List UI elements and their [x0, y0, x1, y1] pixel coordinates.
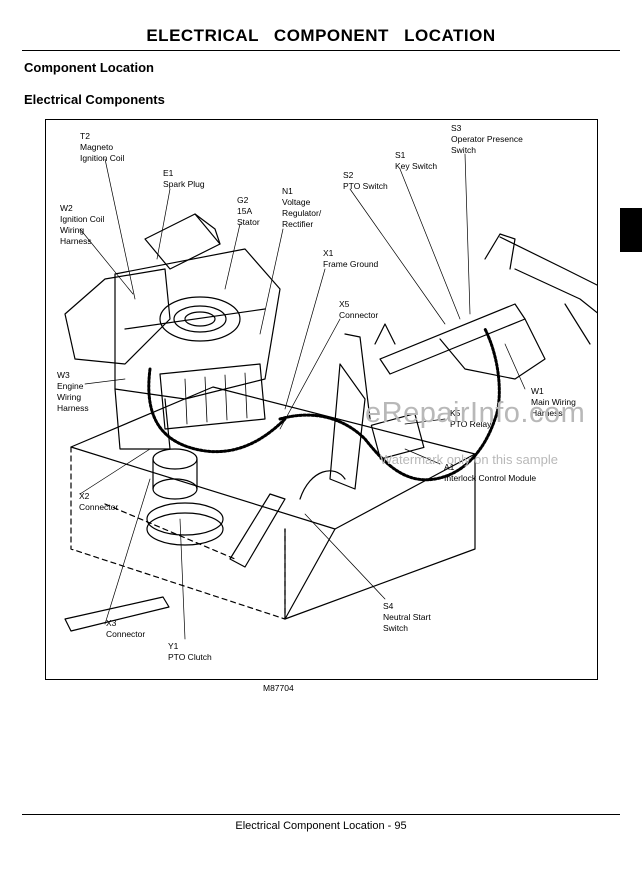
main-wiring-harness [278, 327, 501, 482]
section-subheading: Electrical Components [24, 92, 165, 107]
lever-rod [229, 493, 286, 568]
figure-frame [45, 119, 598, 680]
watermark-notice: Watermark only on this sample [380, 452, 558, 467]
leader-lines [79, 153, 526, 640]
engine-diagram [64, 153, 598, 640]
engine [64, 213, 281, 546]
interlock-module-box [370, 413, 425, 460]
axle [64, 596, 170, 632]
handle-assembly [329, 233, 598, 490]
engine-wiring-harness [147, 367, 287, 454]
figure-id: M87704 [263, 683, 294, 693]
watermark-site: eRepairInfo.com [365, 397, 586, 429]
page-footer: Electrical Component Location - 95 [235, 820, 407, 832]
section-tab-marker [620, 208, 642, 252]
page-title: ELECTRICAL COMPONENT LOCATION [146, 26, 496, 45]
section-heading: Component Location [24, 60, 154, 75]
title-rule [22, 50, 620, 51]
footer-rule [22, 814, 620, 815]
